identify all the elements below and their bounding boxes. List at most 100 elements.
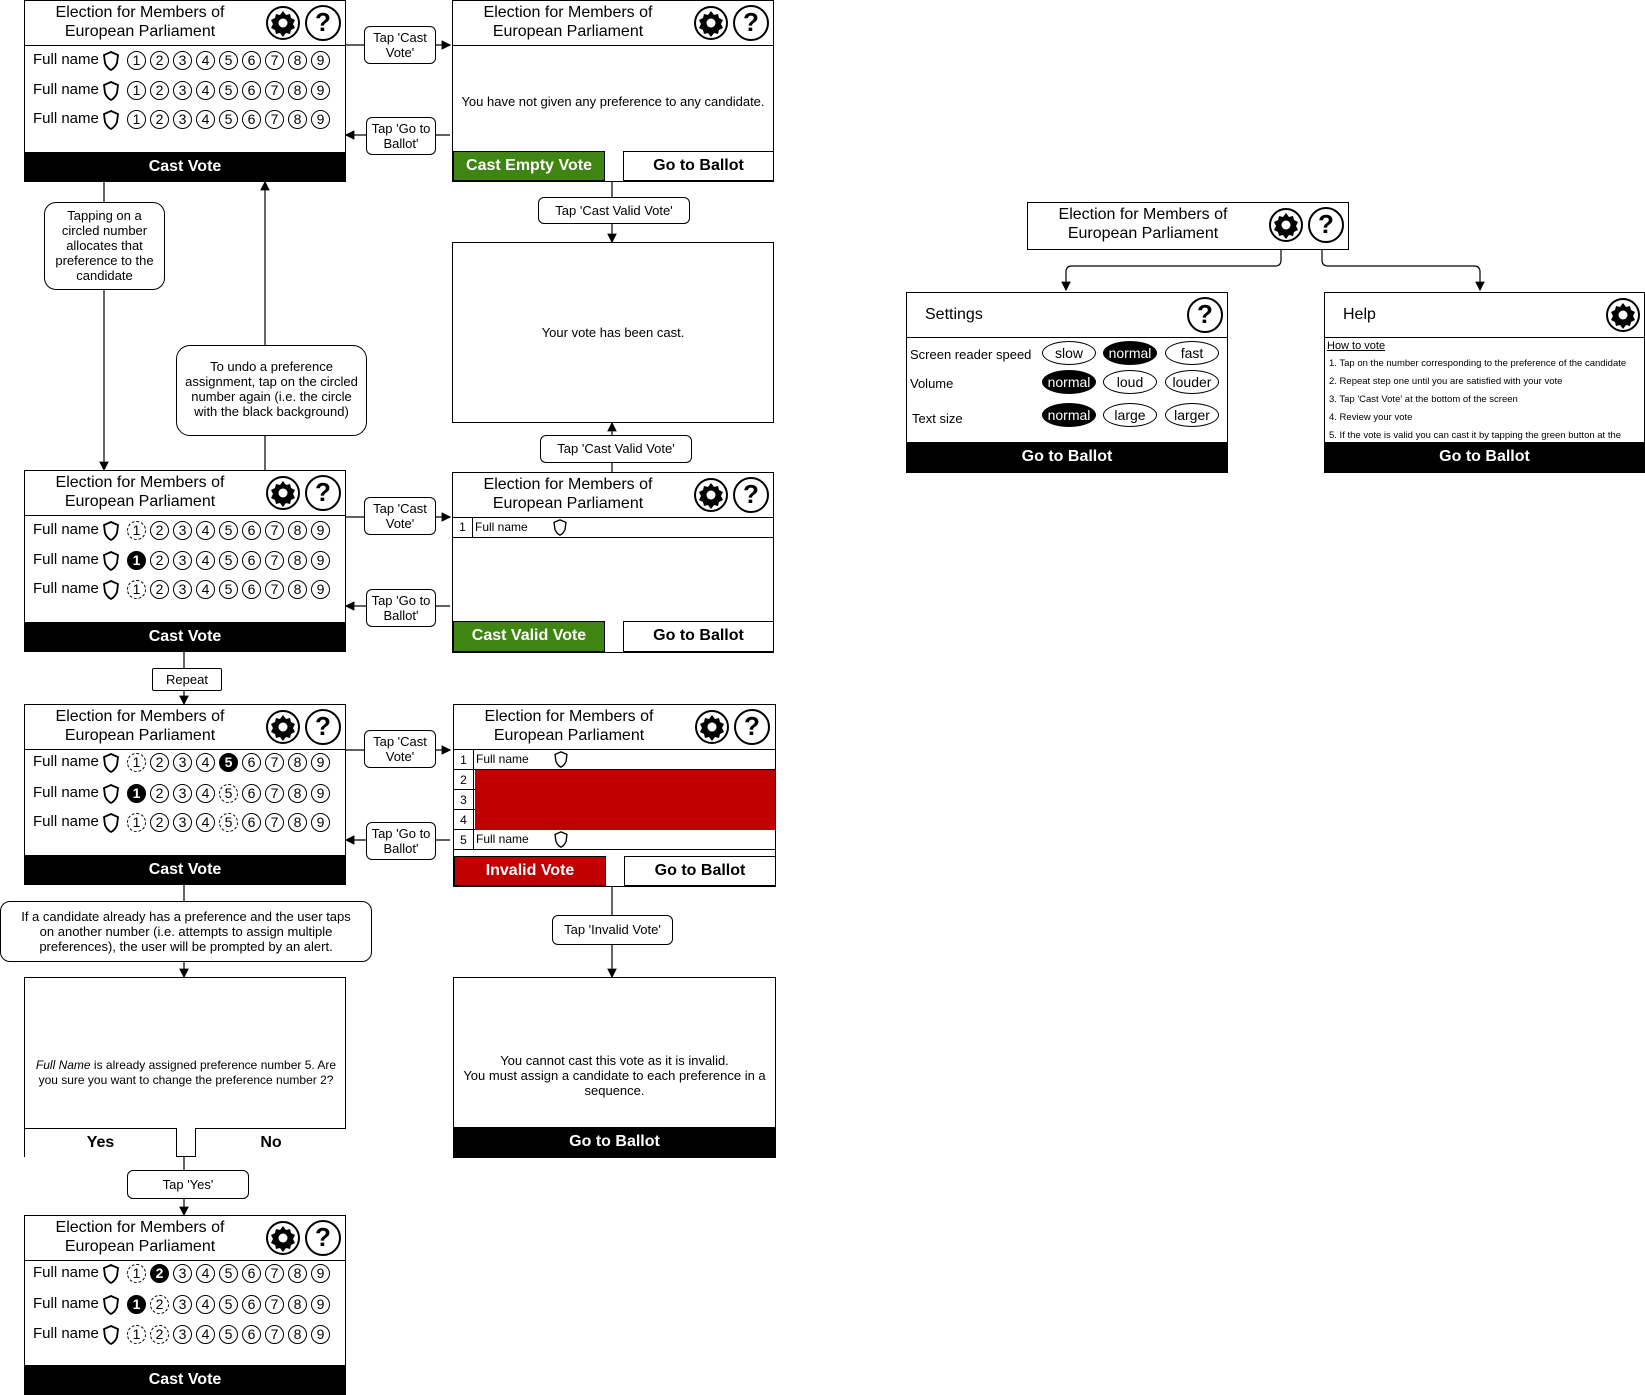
preference-number-5[interactable]: 5 (219, 51, 238, 70)
preference-number-7[interactable]: 7 (265, 813, 284, 832)
preference-number-4[interactable]: 4 (196, 1264, 215, 1283)
preference-number-9[interactable]: 9 (311, 51, 330, 70)
preference-number-7[interactable]: 7 (265, 1325, 284, 1344)
speed-option-fast[interactable]: fast (1165, 341, 1219, 365)
preference-number-1[interactable]: 1 (127, 51, 146, 70)
preference-number-1[interactable]: 1 (127, 1264, 146, 1283)
preference-number-5[interactable]: 5 (219, 551, 238, 570)
preference-number-6[interactable]: 6 (242, 753, 261, 772)
preference-number-4[interactable]: 4 (196, 110, 215, 129)
preference-number-6[interactable]: 6 (242, 813, 261, 832)
size-option-larger[interactable]: larger (1165, 403, 1219, 427)
preference-number-4[interactable]: 4 (196, 81, 215, 100)
preference-number-4[interactable]: 4 (196, 753, 215, 772)
help-icon[interactable]: ? (1187, 297, 1223, 333)
preference-number-8[interactable]: 8 (288, 521, 307, 540)
preference-number-9[interactable]: 9 (311, 813, 330, 832)
preference-number-4[interactable]: 4 (196, 1325, 215, 1344)
preference-number-9[interactable]: 9 (311, 521, 330, 540)
preference-number-7[interactable]: 7 (265, 1264, 284, 1283)
preference-number-7[interactable]: 7 (265, 110, 284, 129)
preference-number-3[interactable]: 3 (173, 1264, 192, 1283)
preference-number-6[interactable]: 6 (242, 1295, 261, 1314)
preference-number-6[interactable]: 6 (242, 521, 261, 540)
preference-number-3[interactable]: 3 (173, 551, 192, 570)
volume-option-normal[interactable]: normal (1042, 370, 1096, 394)
preference-number-4[interactable]: 4 (196, 784, 215, 803)
go-to-ballot-button[interactable]: Go to Ballot (624, 856, 776, 886)
preference-number-2[interactable]: 2 (150, 784, 169, 803)
preference-number-7[interactable]: 7 (265, 81, 284, 100)
gear-icon[interactable] (694, 709, 730, 745)
preference-number-2[interactable]: 2 (150, 1295, 169, 1314)
preference-number-9[interactable]: 9 (311, 110, 330, 129)
gear-icon[interactable] (693, 477, 729, 513)
help-icon[interactable]: ? (305, 475, 341, 511)
preference-number-8[interactable]: 8 (288, 110, 307, 129)
preference-number-2[interactable]: 2 (150, 580, 169, 599)
preference-number-7[interactable]: 7 (265, 551, 284, 570)
help-icon[interactable]: ? (1308, 207, 1344, 243)
volume-option-loud[interactable]: loud (1103, 370, 1157, 394)
cast-empty-vote-button[interactable]: Cast Empty Vote (453, 151, 605, 181)
preference-number-1[interactable]: 1 (127, 1295, 146, 1314)
preference-number-9[interactable]: 9 (311, 1325, 330, 1344)
go-to-ballot-button[interactable]: Go to Ballot (623, 621, 774, 652)
preference-number-5[interactable]: 5 (219, 1325, 238, 1344)
preference-number-8[interactable]: 8 (288, 51, 307, 70)
preference-number-3[interactable]: 3 (173, 51, 192, 70)
preference-number-8[interactable]: 8 (288, 753, 307, 772)
preference-number-5[interactable]: 5 (219, 1295, 238, 1314)
preference-number-5[interactable]: 5 (219, 813, 238, 832)
speed-option-slow[interactable]: slow (1042, 341, 1096, 365)
preference-number-5[interactable]: 5 (219, 784, 238, 803)
preference-number-3[interactable]: 3 (173, 110, 192, 129)
preference-number-5[interactable]: 5 (219, 110, 238, 129)
preference-number-9[interactable]: 9 (311, 1295, 330, 1314)
preference-number-2[interactable]: 2 (150, 551, 169, 570)
help-icon[interactable]: ? (733, 5, 769, 41)
preference-number-2[interactable]: 2 (150, 110, 169, 129)
preference-number-7[interactable]: 7 (265, 580, 284, 599)
preference-number-3[interactable]: 3 (173, 521, 192, 540)
preference-number-9[interactable]: 9 (311, 81, 330, 100)
preference-number-9[interactable]: 9 (311, 1264, 330, 1283)
preference-number-1[interactable]: 1 (127, 580, 146, 599)
cast-vote-button[interactable]: Cast Vote (25, 1365, 345, 1394)
preference-number-6[interactable]: 6 (242, 1325, 261, 1344)
preference-number-5[interactable]: 5 (219, 753, 238, 772)
preference-number-2[interactable]: 2 (150, 81, 169, 100)
preference-number-7[interactable]: 7 (265, 753, 284, 772)
preference-number-4[interactable]: 4 (196, 51, 215, 70)
size-option-normal[interactable]: normal (1042, 403, 1096, 427)
cast-vote-button[interactable]: Cast Vote (25, 855, 345, 884)
preference-number-4[interactable]: 4 (196, 551, 215, 570)
preference-number-6[interactable]: 6 (242, 551, 261, 570)
preference-number-8[interactable]: 8 (288, 1264, 307, 1283)
preference-number-2[interactable]: 2 (150, 1325, 169, 1344)
preference-number-1[interactable]: 1 (127, 551, 146, 570)
preference-number-7[interactable]: 7 (265, 784, 284, 803)
preference-number-9[interactable]: 9 (311, 784, 330, 803)
preference-number-1[interactable]: 1 (127, 813, 146, 832)
preference-number-3[interactable]: 3 (173, 580, 192, 599)
gear-icon[interactable] (1605, 297, 1641, 333)
preference-number-2[interactable]: 2 (150, 813, 169, 832)
size-option-large[interactable]: large (1103, 403, 1157, 427)
preference-number-4[interactable]: 4 (196, 521, 215, 540)
speed-option-normal[interactable]: normal (1103, 341, 1157, 365)
help-icon[interactable]: ? (734, 709, 770, 745)
preference-number-4[interactable]: 4 (196, 1295, 215, 1314)
preference-number-9[interactable]: 9 (311, 551, 330, 570)
preference-number-8[interactable]: 8 (288, 580, 307, 599)
go-to-ballot-button[interactable]: Go to Ballot (623, 151, 774, 181)
preference-number-8[interactable]: 8 (288, 551, 307, 570)
preference-number-2[interactable]: 2 (150, 521, 169, 540)
preference-number-2[interactable]: 2 (150, 1264, 169, 1283)
preference-number-8[interactable]: 8 (288, 813, 307, 832)
preference-number-3[interactable]: 3 (173, 813, 192, 832)
preference-number-4[interactable]: 4 (196, 813, 215, 832)
gear-icon[interactable] (693, 5, 729, 41)
preference-number-3[interactable]: 3 (173, 1325, 192, 1344)
preference-number-8[interactable]: 8 (288, 81, 307, 100)
